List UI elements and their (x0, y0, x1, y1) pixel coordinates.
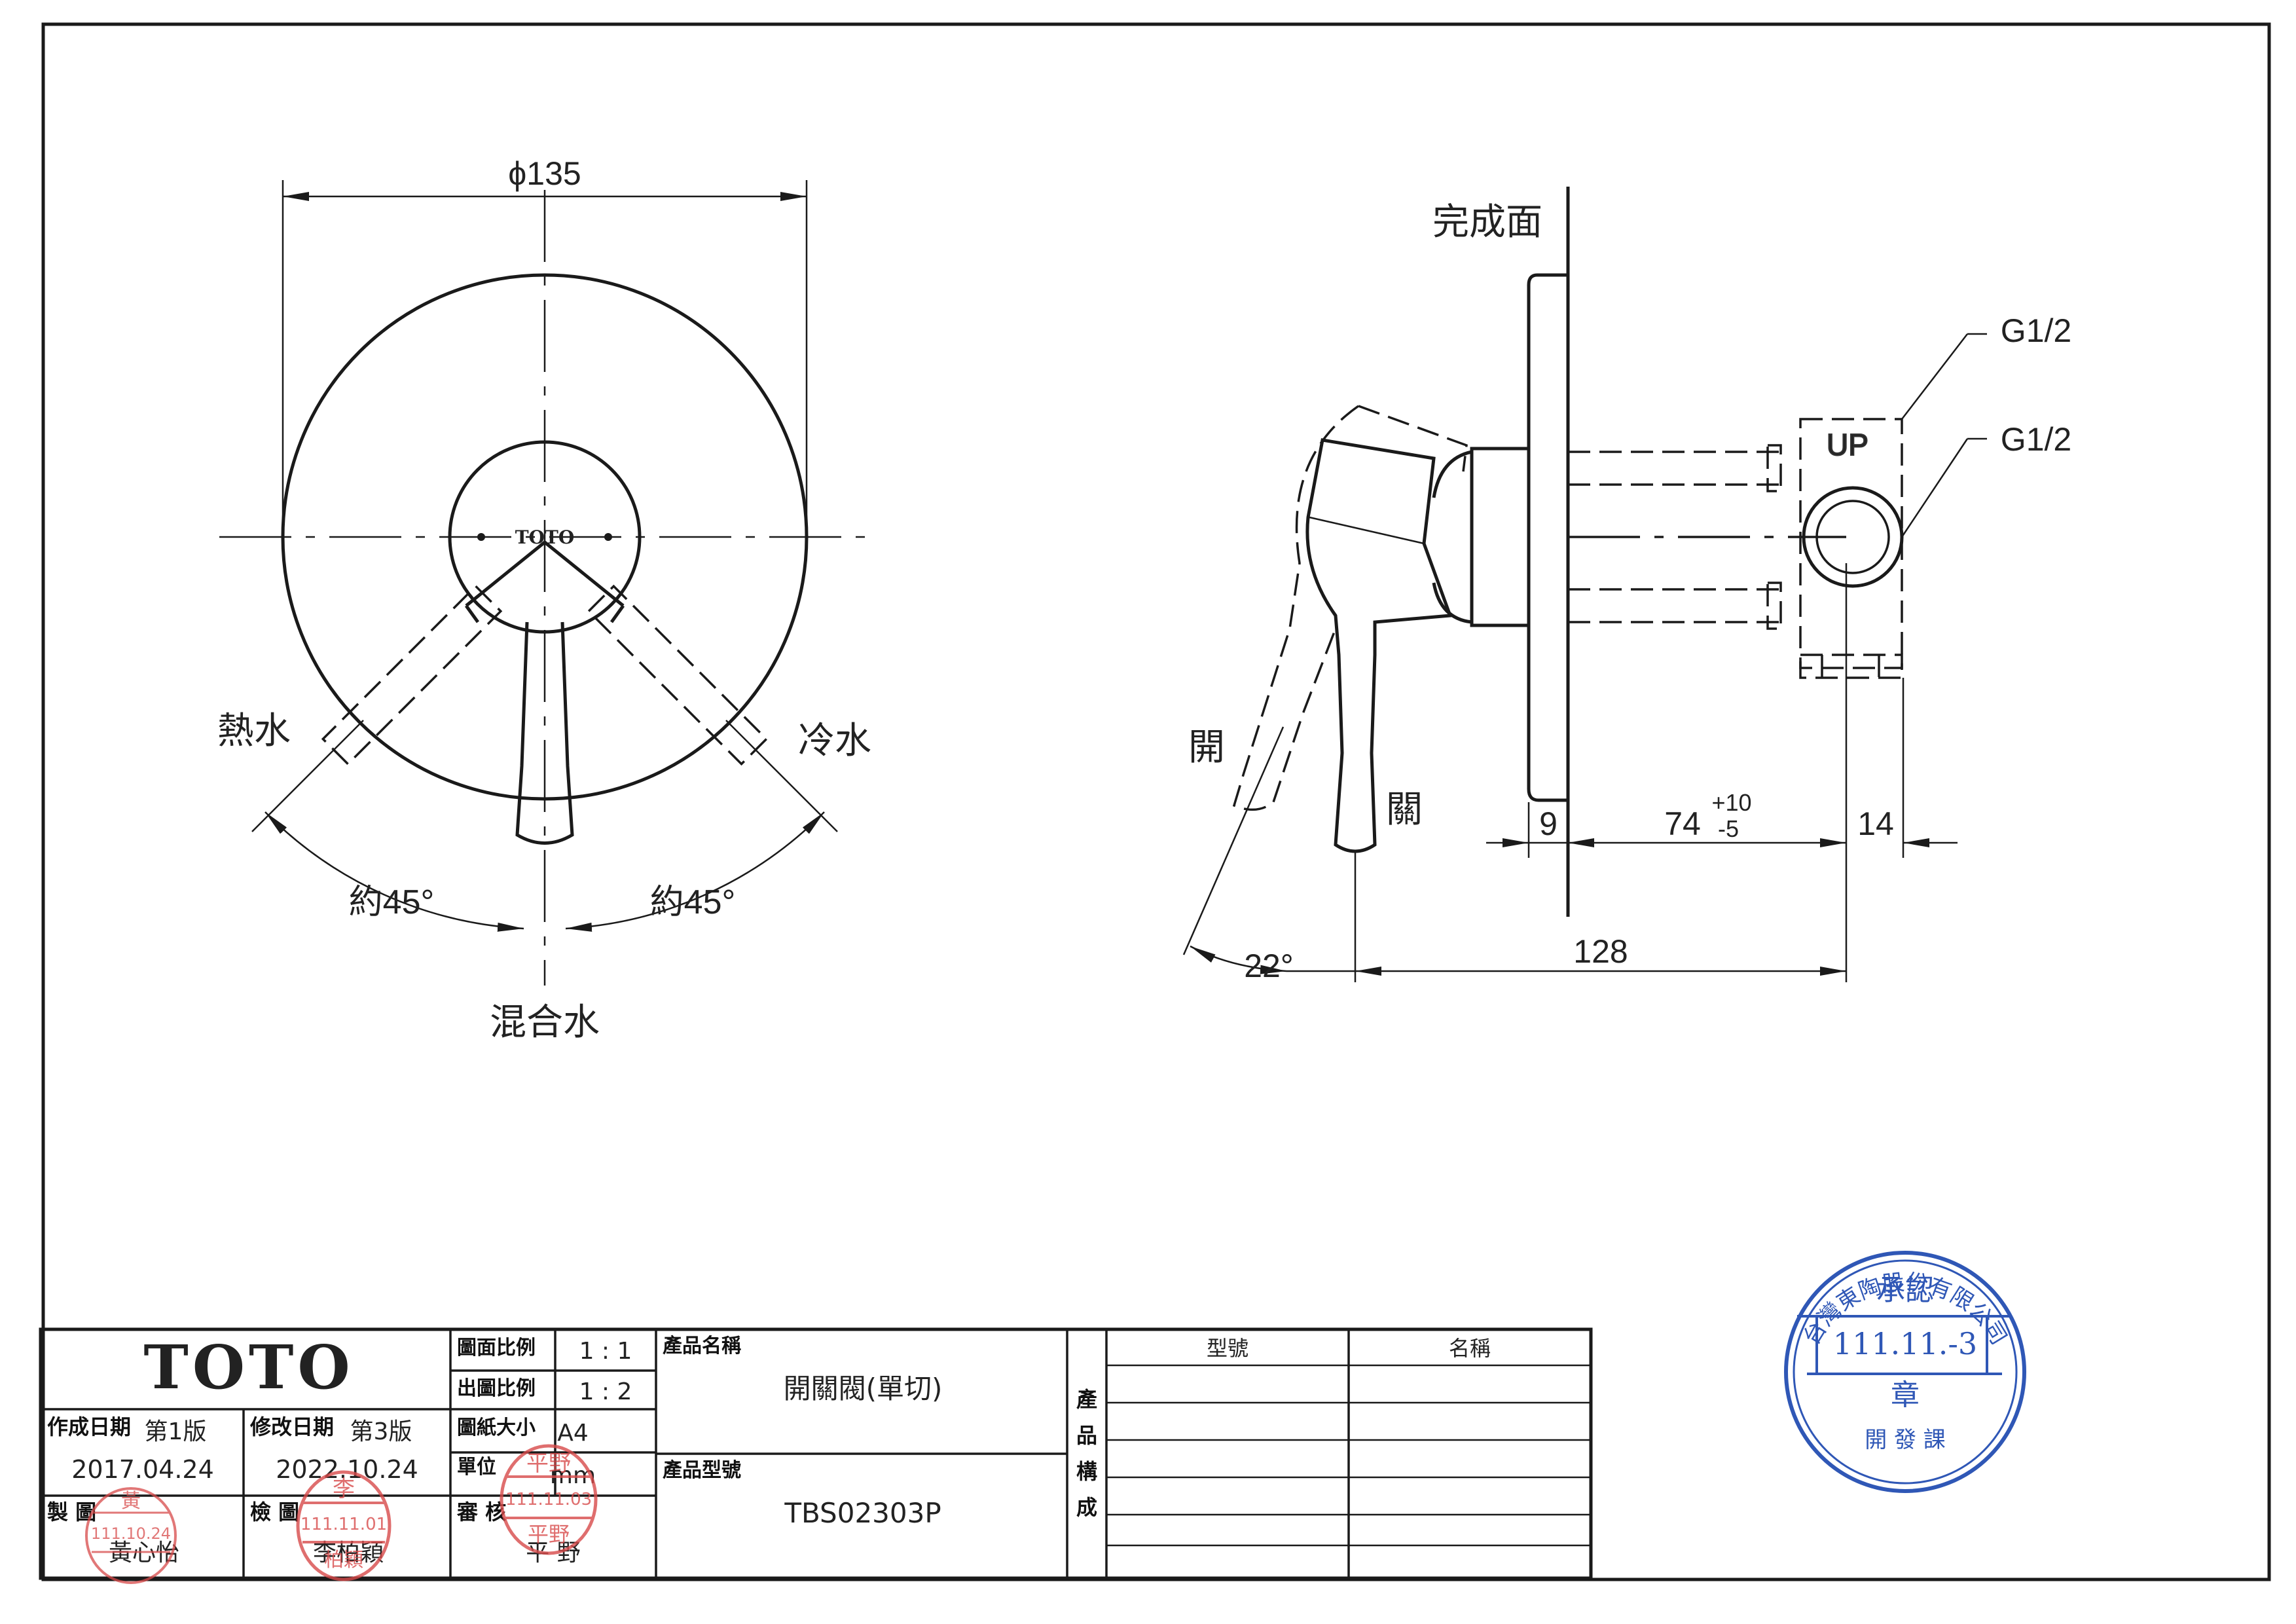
side-handle-open-position (1232, 405, 1468, 811)
created-date: 2017.04.24 (71, 1455, 214, 1484)
composition-char-4: 成 (1076, 1495, 1097, 1520)
diameter-label: ϕ135 (508, 155, 581, 192)
output-scale-label: 出圖比例 (457, 1377, 536, 1400)
side-plate (1527, 273, 1568, 802)
paper-size: A4 (557, 1420, 589, 1447)
hub-badge: TOTO (515, 526, 574, 548)
product-model: TBS02303P (784, 1497, 941, 1529)
side-hub (1470, 447, 1529, 627)
approval-date: 111.11.-3 (1833, 1326, 1977, 1361)
side-view: 完成面 UP (1182, 187, 2071, 984)
product-name-label: 產品名稱 (663, 1335, 741, 1357)
revised-date: 2022.10.24 (276, 1455, 418, 1484)
checked-label: 檢 圖 (250, 1500, 299, 1524)
dim-74: 74 (1664, 805, 1701, 842)
title-block: TOTO 作成日期 第1版 2017.04.24 修改日期 第3版 2022.1… (39, 1327, 1593, 1580)
review-stamp-date: 111.11.03 (505, 1490, 592, 1509)
approval-top: 承認 (1876, 1274, 1934, 1307)
g12-mid-label: G1/2 (2001, 421, 2071, 458)
angle-22-label: 22° (1244, 948, 1294, 984)
dim-128: 128 (1573, 933, 1628, 970)
checked-stamp-top: 李 (333, 1476, 355, 1502)
review-stamp-bottom: 平野 (528, 1522, 570, 1547)
dim-74-tol-minus: -5 (1718, 815, 1739, 842)
hot-water-label: 熱水 (217, 710, 291, 751)
col-name-header: 名稱 (1449, 1336, 1491, 1361)
angle-right-label: 約45° (650, 883, 736, 921)
dim-14: 14 (1857, 805, 1894, 842)
finished-surface-label: 完成面 (1432, 201, 1542, 242)
checked-stamp-date: 111.11.01 (301, 1515, 387, 1534)
approval-bottom: 開 發 課 (1865, 1427, 1946, 1453)
handle-hot-position (321, 584, 503, 766)
revised-label: 修改日期 (249, 1414, 334, 1439)
drawn-stamp-top: 黃 (121, 1490, 141, 1513)
checked-stamp-bottom: 柏穎 (324, 1549, 363, 1572)
unit-label: 單位 (457, 1456, 496, 1479)
up-mark: UP (1827, 428, 1868, 462)
review-stamp: 平野 111.11.03 平野 (500, 1444, 598, 1555)
composition-char-3: 構 (1076, 1459, 1097, 1484)
cold-water-label: 冷水 (798, 720, 871, 761)
created-label: 作成日期 (47, 1414, 131, 1439)
product-name: 開關閥(單切) (784, 1373, 943, 1405)
drawn-stamp-date: 111.10.24 (91, 1524, 171, 1543)
angle-left-label: 約45° (349, 883, 435, 921)
composition-char-1: 產 (1076, 1387, 1097, 1412)
approval-stamp: 台灣東陶股份有限公司 承認 111.11.-3 章 開 發 課 (1784, 1251, 2026, 1493)
composition-char-2: 品 (1076, 1423, 1097, 1448)
col-model-header: 型號 (1207, 1336, 1248, 1361)
checked-name: 李柏穎 (313, 1540, 384, 1566)
approval-mid: 章 (1891, 1378, 1920, 1412)
close-label: 關 (1386, 788, 1423, 830)
open-label: 開 (1188, 726, 1225, 767)
mixed-water-label: 混合水 (490, 1001, 600, 1043)
front-view: ϕ135 TOTO 熱水 冷水 約45° 約45° (217, 155, 871, 1043)
paper-label: 圖紙大小 (457, 1416, 536, 1439)
output-scale: 1 : 2 (579, 1378, 632, 1405)
product-model-label: 產品型號 (663, 1459, 741, 1482)
side-handle (1305, 438, 1453, 853)
checked-stamp: 李 111.11.01 柏穎 (296, 1470, 392, 1581)
created-edition: 第1版 (145, 1418, 207, 1445)
review-stamp-top: 平野 (526, 1450, 571, 1477)
review-label: 審 核 (456, 1500, 506, 1524)
dim-9: 9 (1539, 805, 1558, 842)
brand-logo: TOTO (143, 1332, 354, 1403)
drawn-stamp: 黃 111.10.24 (85, 1487, 177, 1584)
dim-74-tol-plus: +10 (1711, 789, 1751, 816)
outlet-ring-inner (1815, 500, 1890, 574)
handle-cold-position (587, 584, 769, 766)
g12-top-label: G1/2 (2001, 312, 2071, 349)
drawing-scale: 1 : 1 (579, 1338, 632, 1365)
drawing-scale-label: 圖面比例 (457, 1337, 536, 1359)
revised-edition: 第3版 (350, 1418, 412, 1445)
